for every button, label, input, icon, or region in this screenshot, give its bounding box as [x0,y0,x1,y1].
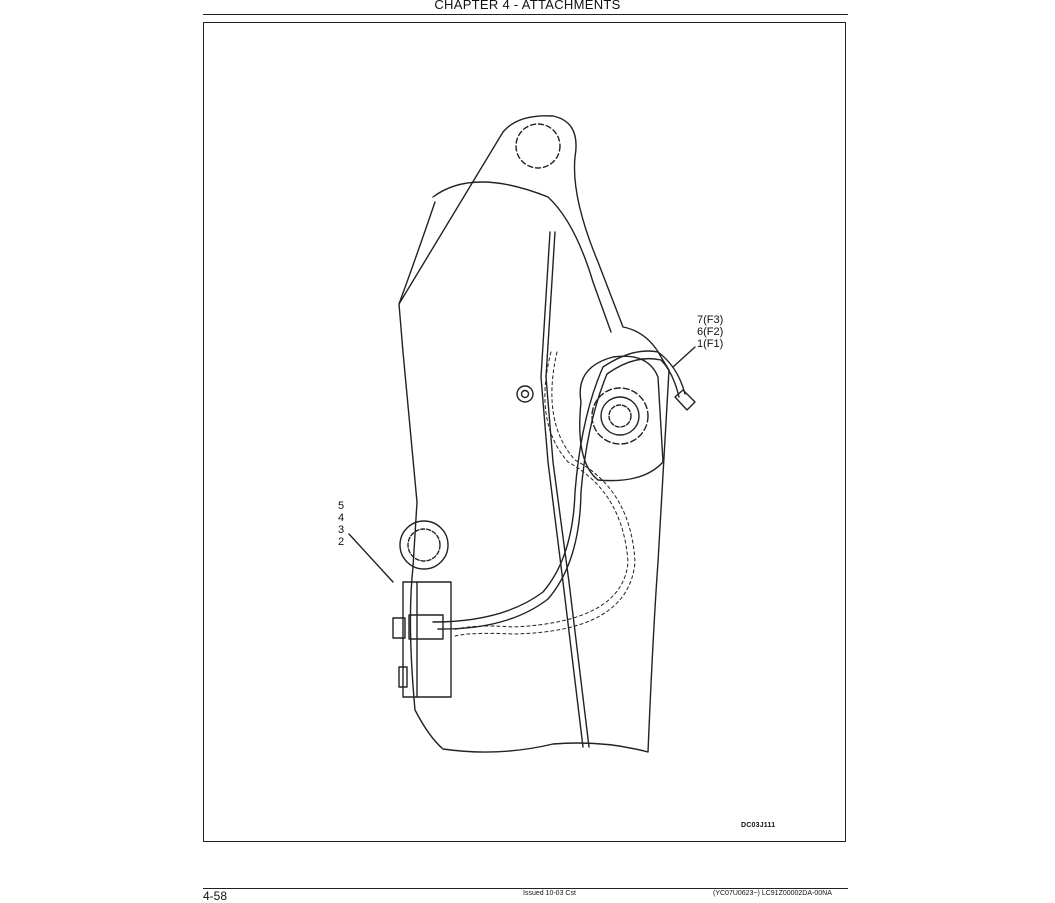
callout-label: 7(F3) [697,314,724,326]
arm-inner-outline [432,181,612,333]
footer-rule [203,888,848,889]
hose-2 [437,357,680,630]
arm-left-inner [398,201,436,305]
main-boss [591,387,649,445]
figure-frame [203,22,846,842]
leader-left [348,533,394,583]
callout-label: 6(F2) [697,326,724,338]
leader-right [672,346,696,368]
callout-label: 2 [338,536,345,548]
callout-label: 3 [338,524,345,536]
main-boss-inner [600,396,640,436]
arm-outline [398,115,670,753]
main-boss-core [608,404,632,428]
page-number: 4-58 [203,889,228,903]
callout-label: 4 [338,512,345,524]
callout-label: 5 [338,500,345,512]
arm-plate-edge-2 [545,231,590,748]
header-rule [203,14,848,15]
grease-nut [516,385,534,403]
lower-boss [399,520,449,570]
callout-label: 1(F1) [697,338,724,350]
document-code: (YC07U0623~) LC91Z00002DA-00NA [713,890,832,897]
drawing-id: DC03J111 [741,822,776,829]
hose [432,350,686,623]
hose-fitting [674,389,696,411]
callout-left: 5 4 3 2 [338,500,344,548]
lower-boss-inner [407,528,441,562]
internal-hose-dashed [452,351,629,631]
arm-drawing [348,115,696,753]
valve-block [402,581,452,698]
callout-right: 7(F3) 6(F2) 1(F1) [697,314,723,350]
arm-plate-edge [540,231,584,748]
issued-label: Issued 10-03 Cst [523,890,576,897]
boss-plate [579,355,664,482]
top-pin-boss [515,123,561,169]
page-header-title: CHAPTER 4 - ATTACHMENTS [434,0,621,12]
